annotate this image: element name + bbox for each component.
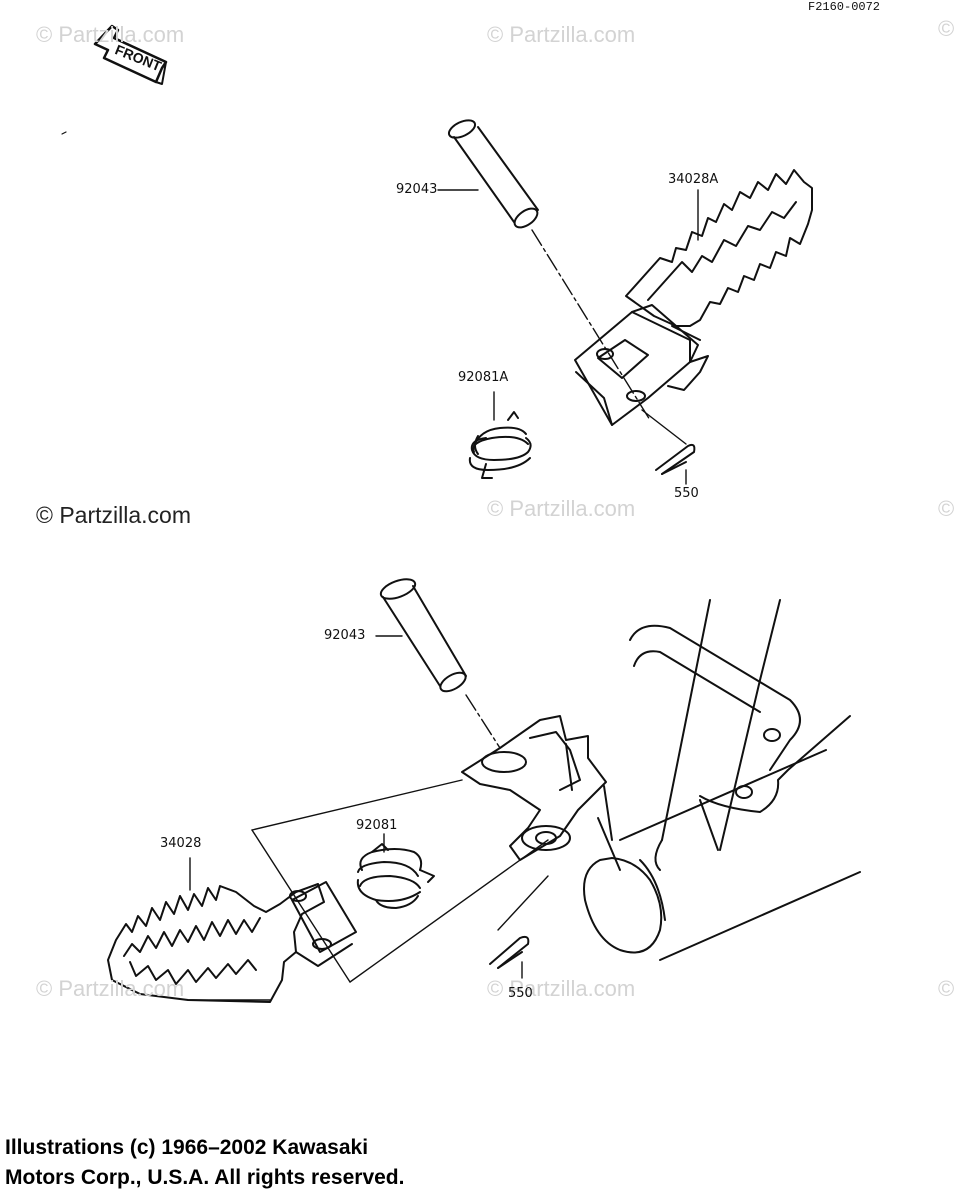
top-spring-92081a: [470, 412, 531, 478]
label-top-pin: 92043: [396, 182, 438, 197]
copyright-line-1: Illustrations (c) 1966–2002 Kawasaki: [5, 1136, 369, 1159]
label-top-cotter: 550: [674, 486, 699, 501]
watermark: © Partzilla.com: [487, 496, 636, 521]
watermark: © Partzilla.com: [487, 22, 636, 47]
vehicle-frame: [584, 600, 860, 960]
label-top-spring: 92081A: [458, 370, 509, 385]
front-arrow-icon: [95, 26, 166, 84]
watermark: ©: [938, 976, 955, 1001]
watermark: ©: [938, 16, 955, 41]
label-bottom-footpeg: 34028: [160, 836, 202, 851]
label-bottom-spring: 92081: [356, 818, 398, 833]
bottom-cotter-leader: [498, 876, 548, 930]
frame-bracket: [462, 716, 606, 860]
watermark: © Partzilla.com: [36, 976, 185, 1001]
top-cotter-550: [656, 445, 694, 474]
bottom-pin-axis-line: [466, 695, 500, 748]
bottom-pin-92043: [378, 575, 468, 695]
label-top-footpeg: 34028A: [668, 172, 719, 187]
top-footpeg-34028a: [575, 170, 812, 425]
copyright-notice: Illustrations (c) 1966–2002 Kawasaki Mot…: [5, 1133, 404, 1193]
bottom-assembly-line-2: [252, 830, 350, 982]
bottom-footpeg-34028: [108, 882, 356, 1002]
top-cotter-leader: [642, 410, 686, 444]
bottom-spring-92081: [358, 844, 434, 908]
label-bottom-cotter: 550: [508, 986, 533, 1001]
watermark: © Partzilla.com: [36, 22, 185, 47]
copyright-line-2: Motors Corp., U.S.A. All rights reserved…: [5, 1166, 405, 1189]
top-pin-92043: [446, 117, 540, 231]
bottom-cotter-550: [490, 937, 528, 968]
watermark: © Partzilla.com: [36, 502, 191, 528]
bottom-assembly-line-3: [350, 840, 548, 982]
watermark: © Partzilla.com: [487, 976, 636, 1001]
top-pin-axis-line: [532, 230, 650, 420]
label-bottom-pin: 92043: [324, 628, 366, 643]
bottom-assembly-line-1: [252, 780, 462, 830]
figure-code: F2160-0072: [808, 0, 881, 14]
watermark: ©: [938, 496, 955, 521]
